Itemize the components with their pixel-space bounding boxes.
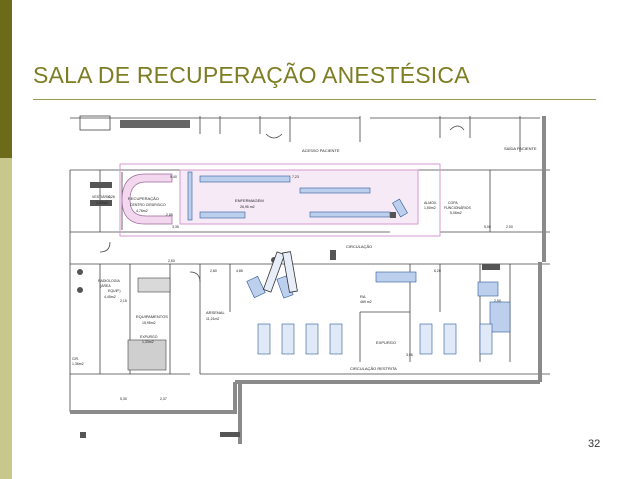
label-d-485: 4,85 <box>236 269 243 273</box>
label-recuperacao: RECUPERAÇÃO <box>128 196 159 201</box>
label-recuperacao-2: CENTRO CIRÚRGICO <box>130 203 166 207</box>
label-cir-area: 1,36m2 <box>72 362 84 366</box>
label-copa-2: FUNCIONÁRIOS <box>444 206 472 210</box>
recovery-bays <box>257 323 493 355</box>
label-enfermagem-area: 26,95 m2 <box>240 205 255 209</box>
label-expurgo-2: EXPURGO <box>140 335 158 339</box>
label-radiologia-area: 4,45m2 <box>104 295 116 299</box>
label-d-250: 2,50 <box>494 299 501 303</box>
label-vestiario-area: 1,83m2 <box>96 201 108 205</box>
plan-furniture <box>187 171 511 333</box>
accent-bar-top <box>0 0 12 158</box>
recovery-desk <box>121 173 173 225</box>
label-d-237: 2,37 <box>160 397 167 401</box>
label-d-426: 4,26 <box>108 195 115 199</box>
label-d-620: 6,20 <box>434 269 441 273</box>
label-equipamentos-area: 15,95m2 <box>142 321 156 325</box>
label-d-285: 2,85 <box>166 213 173 217</box>
label-d-540: 5,40 <box>170 175 177 179</box>
slide-title: SALA DE RECUPERAÇÃO ANESTÉSICA <box>33 62 470 88</box>
entrance-beds <box>262 251 298 293</box>
label-d-500: 5,00 <box>484 225 491 229</box>
floor-plan: ACESSO PACIENTE SAÍDA PACIENTE RECUPERAÇ… <box>69 115 550 444</box>
label-d-396: 3,96 <box>406 353 413 357</box>
label-almox-area: 1,50m2 <box>424 206 436 210</box>
label-almox: ALMOX. <box>424 201 437 205</box>
label-acesso-paciente: ACESSO PACIENTE <box>302 148 340 153</box>
label-saida-paciente: SAÍDA PACIENTE <box>504 146 537 151</box>
label-d-280: 2,80 <box>210 269 217 273</box>
label-d-723: 7,23 <box>292 175 299 179</box>
label-d-530: 5,30 <box>120 397 127 401</box>
label-vestiario: VESTIÁRIO <box>92 195 111 199</box>
storage-room <box>127 339 167 371</box>
label-enfermagem: ENFERMAGEM <box>235 198 264 203</box>
label-radiologia-3: EQUIP.) <box>108 289 121 293</box>
label-d-260: 2,60 <box>168 259 175 263</box>
label-d-200: 2,00 <box>506 225 513 229</box>
label-radiologia: RADIOLOGIA <box>98 279 120 283</box>
label-arsenal: ARSENAL <box>206 310 225 315</box>
label-circ-restrita: CIRCULAÇÃO RESTRITA <box>350 366 397 371</box>
label-copa: COPA <box>448 201 458 205</box>
accent-bar-bottom <box>0 158 12 479</box>
equipment-room <box>137 277 171 293</box>
label-arsenal-area: 11,21m2 <box>206 317 219 321</box>
label-equipamentos: EQUIPAMENTOS <box>136 314 168 319</box>
plan-labels: ACESSO PACIENTE SAÍDA PACIENTE RECUPERAÇ… <box>72 146 537 401</box>
label-recuperacao-area: 4,76m2 <box>136 209 148 213</box>
label-expurgo: EXPURGO <box>376 340 396 345</box>
label-cir: CIR. <box>72 357 79 361</box>
page-number: 32 <box>588 438 601 450</box>
label-copa-area: 5,06m2 <box>450 211 462 215</box>
label-d-215: 2,15 <box>120 299 127 303</box>
label-d-335: 3,35 <box>172 225 179 229</box>
label-radiologia-2: (ÁREA <box>100 284 111 288</box>
label-expurgo-2-area: 1,33m2 <box>142 340 154 344</box>
label-circulacao: CIRCULAÇÃO <box>346 244 372 249</box>
label-sra-area: 469 m2 <box>360 300 372 304</box>
title-underline <box>33 99 596 100</box>
plan-outer-walls <box>70 116 546 444</box>
label-sra: RA <box>360 294 366 299</box>
